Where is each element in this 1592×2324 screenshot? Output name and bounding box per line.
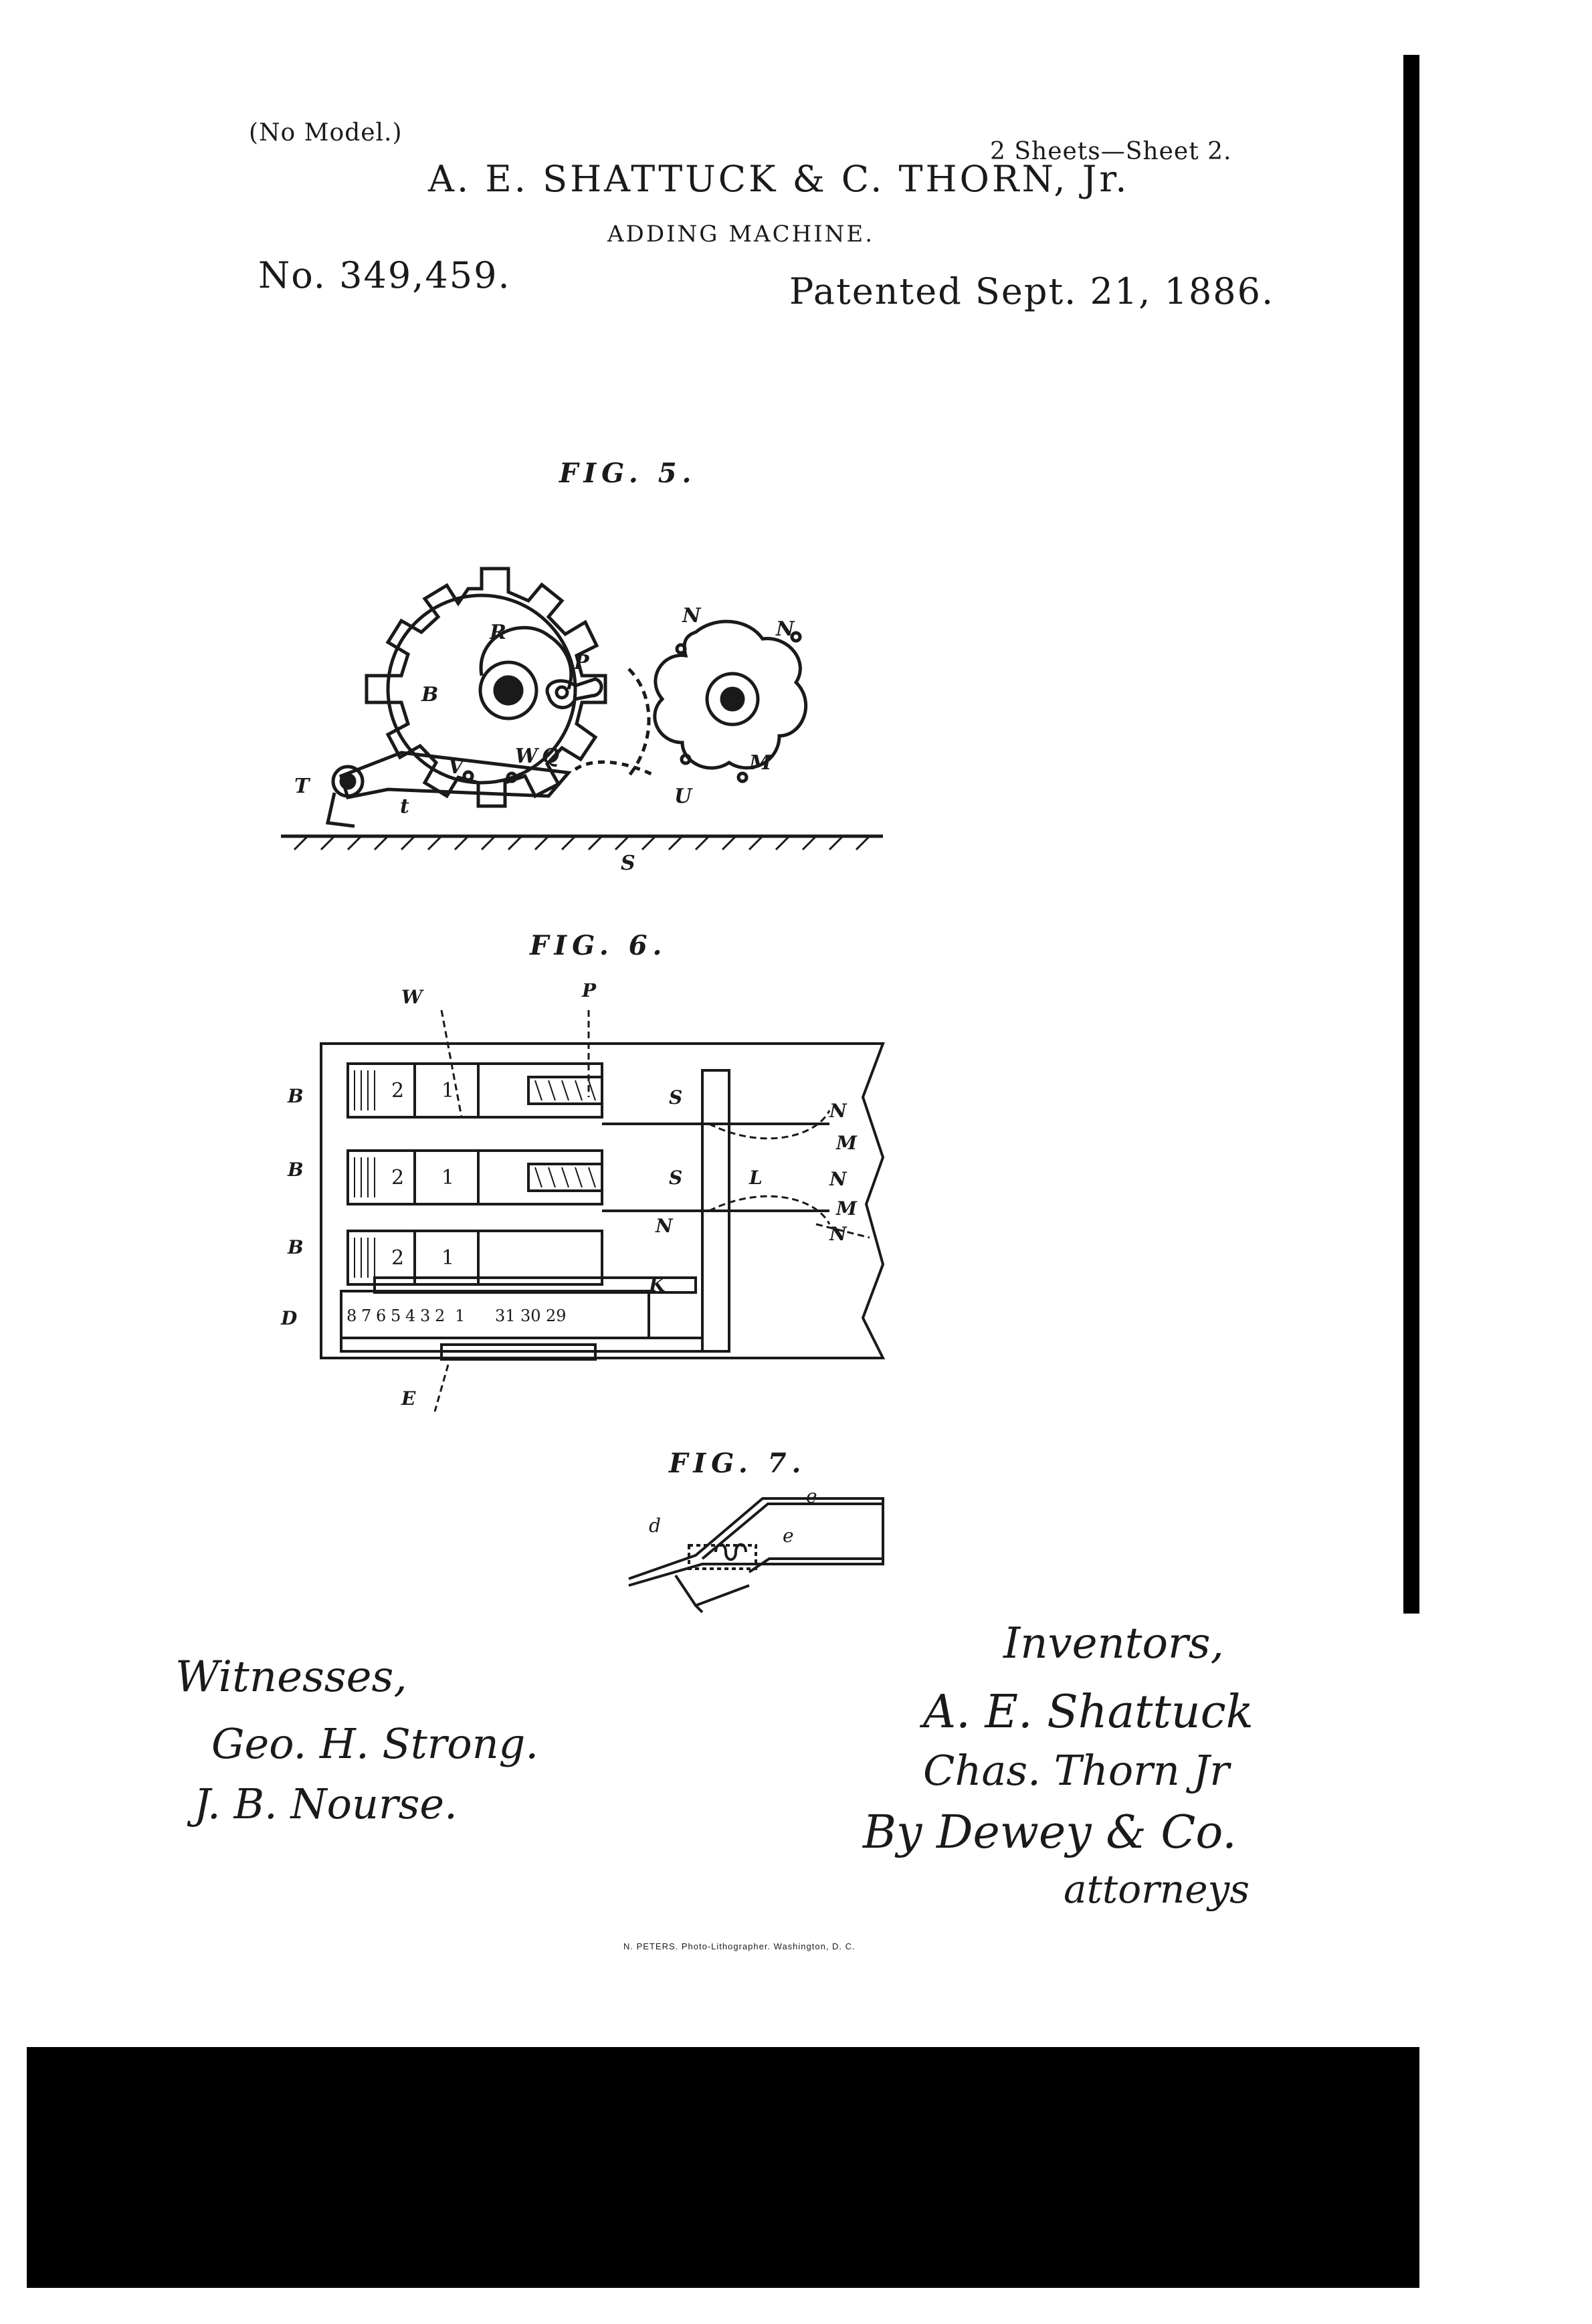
attorney-title: attorneys xyxy=(1064,1866,1250,1912)
dial-digit: 6 xyxy=(376,1306,386,1325)
fig6-letter-e: E xyxy=(401,1387,416,1410)
fig6-letter-m1: M xyxy=(835,1132,858,1154)
spring-r xyxy=(479,625,573,690)
fig6-letter-p: P xyxy=(581,983,597,1001)
fig6-letter-n4: N xyxy=(655,1215,674,1237)
fig6-letter-b1: B xyxy=(287,1085,304,1107)
witnesses-heading: Witnesses, xyxy=(175,1652,407,1702)
patent-date: Patented Sept. 21, 1886. xyxy=(789,270,1275,312)
witness-1-signature: Geo. H. Strong. xyxy=(211,1719,539,1768)
fig6-letter-b3: B xyxy=(287,1236,304,1258)
fig6-letter-k: K xyxy=(648,1274,666,1296)
witness-2-signature: J. B. Nourse. xyxy=(194,1779,458,1828)
fig6-letter-s1: S xyxy=(669,1086,682,1108)
inventors-line: A. E. SHATTUCK & C. THORN, Jr. xyxy=(428,158,1130,200)
hub-center xyxy=(478,660,538,720)
dial-digit: 2 xyxy=(435,1306,445,1325)
fig6-letter-b2: B xyxy=(287,1159,304,1181)
dial-digit: 4 xyxy=(405,1306,415,1325)
invention-title: ADDING MACHINE. xyxy=(607,221,875,248)
dial-digit: 31 xyxy=(495,1306,516,1325)
fig5-letter-n1: N xyxy=(682,604,702,627)
wheel-digit: 1 xyxy=(441,1079,454,1102)
inventor-1-signature: A. E. Shattuck xyxy=(923,1686,1254,1739)
fig6-letter-d: D xyxy=(280,1307,298,1329)
pawl-q xyxy=(545,677,603,710)
fig5-letter-n2: N xyxy=(775,617,795,641)
fig6-drawing: W P B B B D E S S N M L N M N N K 2 1 2 … xyxy=(280,983,886,1412)
fig5-letter-p: P xyxy=(573,651,590,674)
dial-digit: 1 xyxy=(455,1306,465,1325)
fig6-letter-m2: M xyxy=(835,1197,858,1220)
wheel-digit: 2 xyxy=(391,1079,404,1102)
inventor-2-signature: Chas. Thorn Jr xyxy=(923,1746,1229,1795)
dial-digit: 7 xyxy=(361,1306,371,1325)
fig5-letter-u: U xyxy=(674,785,693,808)
fig6-letter-n2: N xyxy=(829,1168,848,1190)
lithographer-credit: N. PETERS. Photo-Lithographer. Washingto… xyxy=(623,1941,856,1951)
fig7-label: FIG. 7. xyxy=(669,1448,807,1479)
fig6-label: FIG. 6. xyxy=(530,930,668,961)
dial-digit: 30 xyxy=(520,1306,541,1325)
fig7-drawing: d e e xyxy=(628,1485,884,1614)
fig5-letter-b: B xyxy=(421,683,438,706)
wheel-digit: 2 xyxy=(391,1166,404,1189)
fig7-letter-e1: e xyxy=(783,1525,794,1547)
fig5-letter-t: T xyxy=(294,775,311,798)
fig5-letter-w: W xyxy=(515,745,540,768)
fig7-letter-e2: e xyxy=(806,1485,817,1507)
dial-digit: 5 xyxy=(391,1306,401,1325)
fig6-letter-n3: N xyxy=(829,1223,848,1245)
fig6-letter-w: W xyxy=(401,986,424,1008)
fig5-letter-q: Q xyxy=(542,745,559,768)
wheel-digit: 1 xyxy=(441,1246,454,1270)
dial-digit: 8 xyxy=(346,1306,357,1325)
fig6-letter-l: L xyxy=(749,1167,763,1189)
model-note: (No Model.) xyxy=(249,119,403,147)
scan-edge-bar xyxy=(1403,55,1419,1614)
dial-digit: 29 xyxy=(546,1306,567,1325)
fig5-letter-v: V xyxy=(448,755,466,779)
inventors-heading: Inventors, xyxy=(1003,1619,1224,1668)
dial-digit: 3 xyxy=(420,1306,430,1325)
fig5-letter-m: M xyxy=(749,751,772,775)
fig5-label: FIG. 5. xyxy=(559,458,697,489)
attorney-signature: By Dewey & Co. xyxy=(863,1806,1237,1859)
wheel-digit: 1 xyxy=(441,1166,454,1189)
pinion-m xyxy=(653,619,808,770)
fig5-letter-s: S xyxy=(621,852,635,875)
fig7-letter-d: d xyxy=(649,1515,661,1537)
fig5-letter-t-small: t xyxy=(400,795,409,818)
fig6-letter-s2: S xyxy=(669,1167,682,1189)
sheet-count: 2 Sheets—Sheet 2. xyxy=(990,138,1232,165)
wheel-digit: 2 xyxy=(391,1246,404,1270)
fig5-drawing: R P N N B Q M T V W U t S xyxy=(281,567,883,875)
fig6-letter-n1: N xyxy=(829,1100,848,1122)
scan-bottom-band xyxy=(27,2047,1419,2288)
coil-e xyxy=(714,1543,747,1561)
fig5-letter-r: R xyxy=(489,621,506,644)
patent-number: No. 349,459. xyxy=(258,254,511,296)
